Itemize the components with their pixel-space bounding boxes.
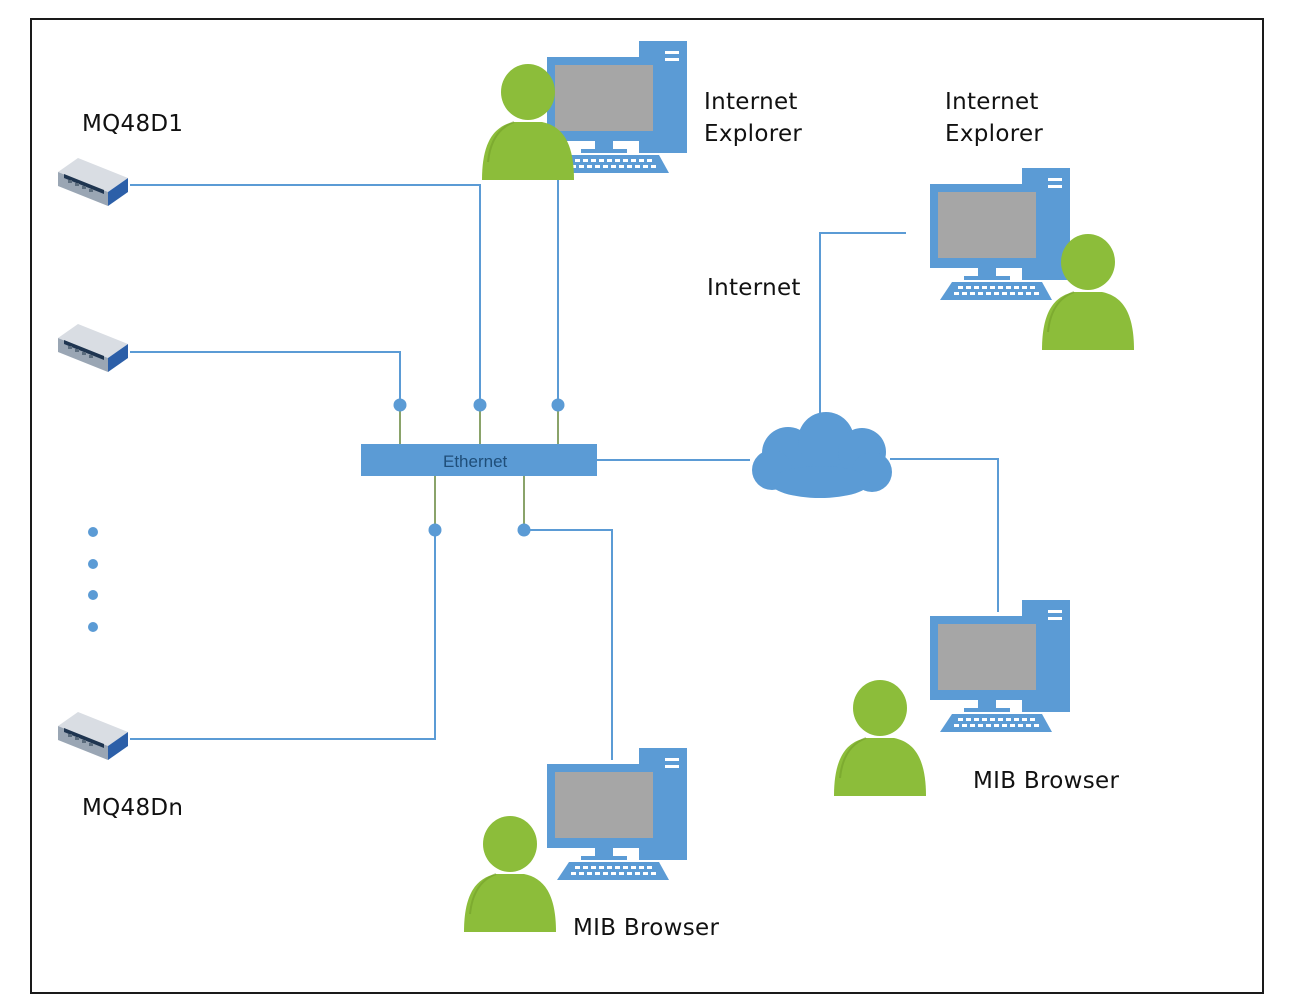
internet-label: Internet bbox=[707, 275, 801, 301]
link-cloud-ie-remote bbox=[819, 232, 906, 415]
network-device-icon bbox=[58, 158, 128, 206]
link-device-1 bbox=[130, 184, 481, 405]
cloud-icon bbox=[752, 412, 892, 498]
ellipsis-dots bbox=[88, 527, 98, 632]
workstation-user-icon bbox=[463, 748, 687, 933]
mib-remote-label: MIB Browser bbox=[973, 768, 1120, 794]
link-cloud-mib-remote bbox=[890, 458, 999, 612]
link-mib-local bbox=[524, 529, 613, 760]
workstation-user-icon bbox=[930, 168, 1135, 351]
bus-stubs bbox=[399, 410, 559, 526]
ethernet-label: Ethernet bbox=[443, 452, 508, 471]
ie-remote-label: Internet Explorer bbox=[945, 89, 1044, 147]
connection-lines bbox=[130, 160, 999, 760]
mib-local-label: MIB Browser bbox=[573, 915, 720, 941]
link-device-n bbox=[130, 530, 436, 740]
ethernet-bus bbox=[361, 444, 597, 476]
diagram-frame bbox=[30, 18, 1264, 994]
workstation-user-icon bbox=[481, 41, 687, 181]
network-device-icon bbox=[58, 712, 128, 760]
link-device-2 bbox=[130, 351, 401, 405]
device-label-last: MQ48Dn bbox=[82, 795, 184, 821]
bus-connector-dots bbox=[393, 398, 565, 537]
ie-local-label: Internet Explorer bbox=[704, 89, 803, 147]
device-label-first: MQ48D1 bbox=[82, 111, 184, 137]
network-device-icon bbox=[58, 324, 128, 372]
